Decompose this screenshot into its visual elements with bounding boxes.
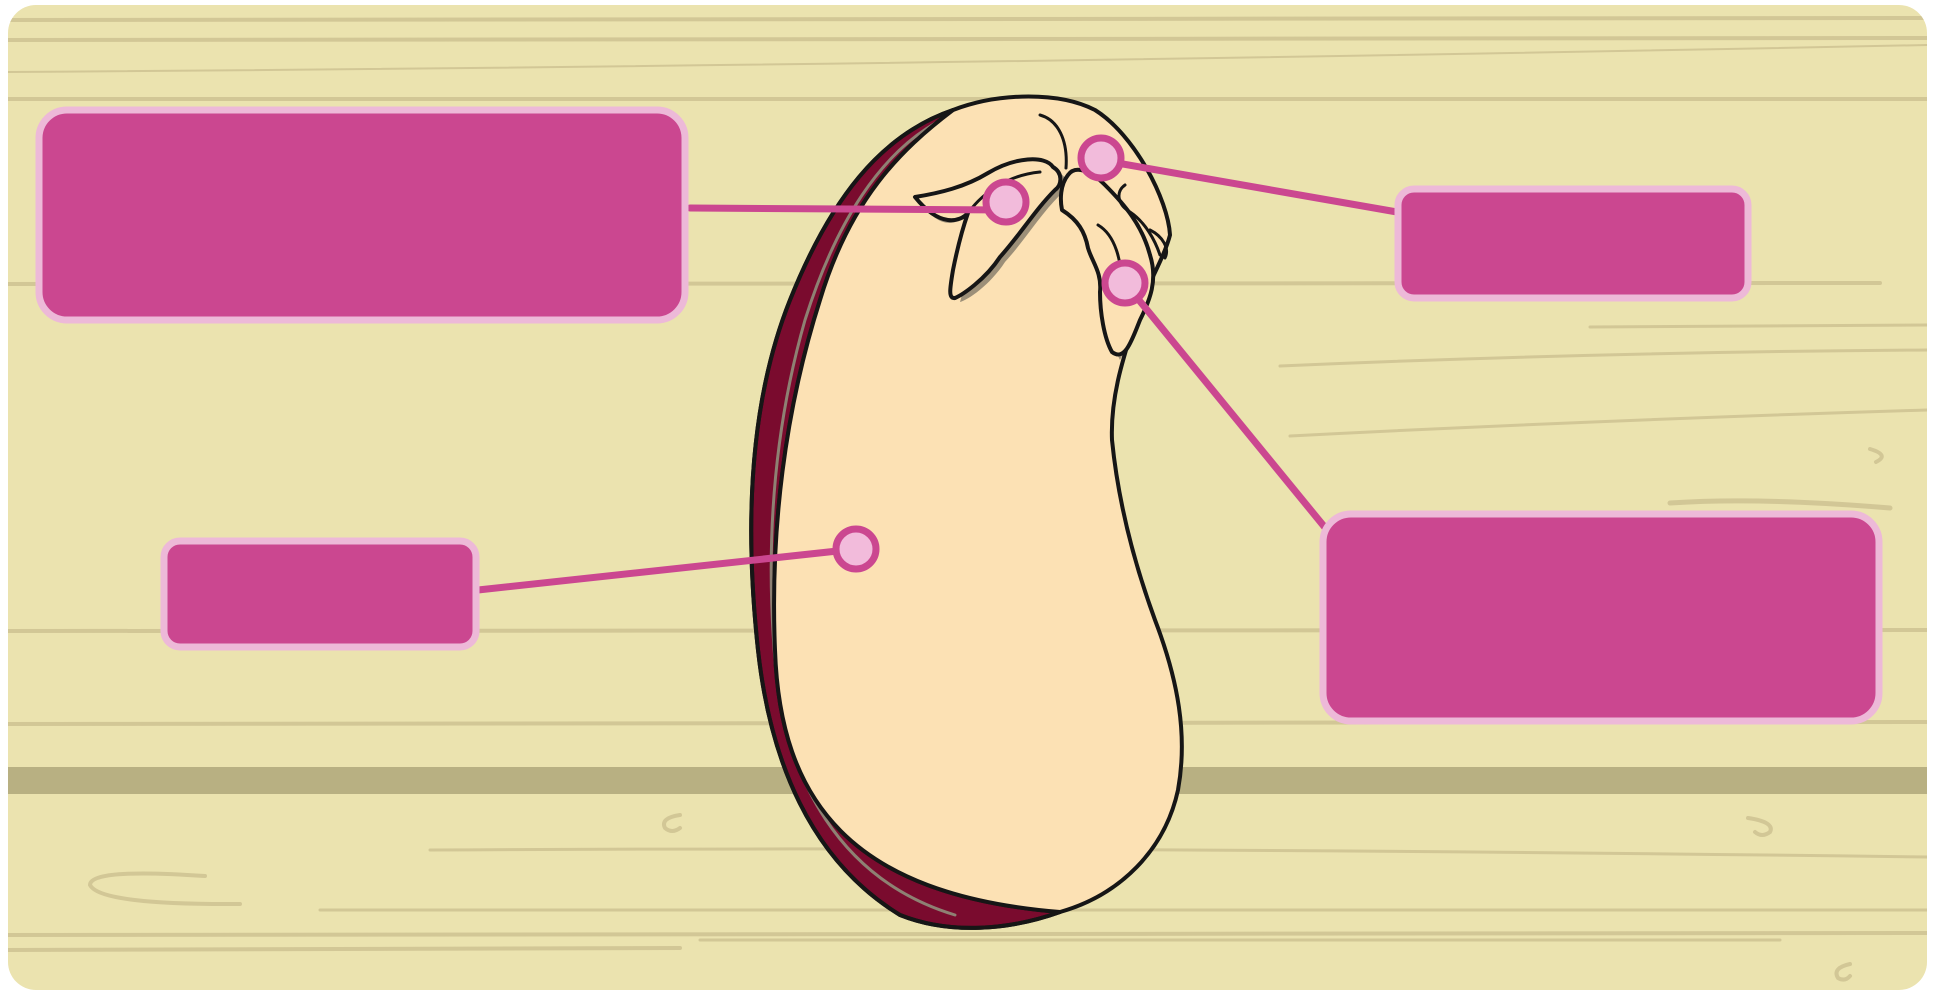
- label-box-top-right-rect: [1394, 185, 1752, 302]
- grain-line: [8, 36, 1927, 42]
- connectors: [474, 156, 1401, 594]
- seed-cotyledon: [772, 94, 1184, 914]
- hilum-mark: [1038, 113, 1068, 170]
- label-box-top-left[interactable]: [35, 106, 689, 324]
- grain-knot: [1868, 447, 1884, 464]
- radicle-curl: [1117, 183, 1162, 257]
- grain-line: [8, 16, 1927, 22]
- label-box-top-left-rect: [35, 106, 689, 324]
- label-box-middle-left-rect: [160, 537, 480, 651]
- grain-knot: [87, 871, 242, 907]
- label-box-middle-right-rect: [1319, 510, 1883, 725]
- grain-line: [8, 931, 1927, 937]
- connector-middle-right: [1121, 279, 1331, 534]
- label-boxes: [35, 106, 1883, 725]
- connector-top-left: [686, 204, 1010, 214]
- grain-line: [1588, 323, 1927, 329]
- grain-knot: [662, 813, 682, 833]
- grain-line: [8, 946, 682, 952]
- grain-line: [8, 44, 1927, 73]
- seed-coat-inner-line: [769, 116, 957, 917]
- tip-curl: [1148, 228, 1168, 260]
- grain-line: [1278, 348, 1927, 368]
- label-box-top-right[interactable]: [1394, 185, 1752, 302]
- grain-knot: [1746, 816, 1773, 837]
- pins: [832, 134, 1149, 573]
- grain-line: [1288, 408, 1927, 438]
- radicle: [1058, 167, 1156, 357]
- grain-line: [1667, 498, 1893, 511]
- pin-top-left[interactable]: [982, 178, 1030, 226]
- seed-outline: [749, 108, 1062, 930]
- pin-middle-right[interactable]: [1101, 259, 1149, 307]
- connector-top-right: [1096, 156, 1401, 216]
- label-box-middle-left[interactable]: [160, 537, 480, 651]
- label-box-middle-right[interactable]: [1319, 510, 1883, 725]
- connector-middle-left: [474, 545, 860, 594]
- pin-middle-left[interactable]: [832, 525, 880, 573]
- pin-top-right[interactable]: [1077, 134, 1125, 182]
- seed: [749, 94, 1184, 930]
- grain-knot: [1834, 962, 1852, 982]
